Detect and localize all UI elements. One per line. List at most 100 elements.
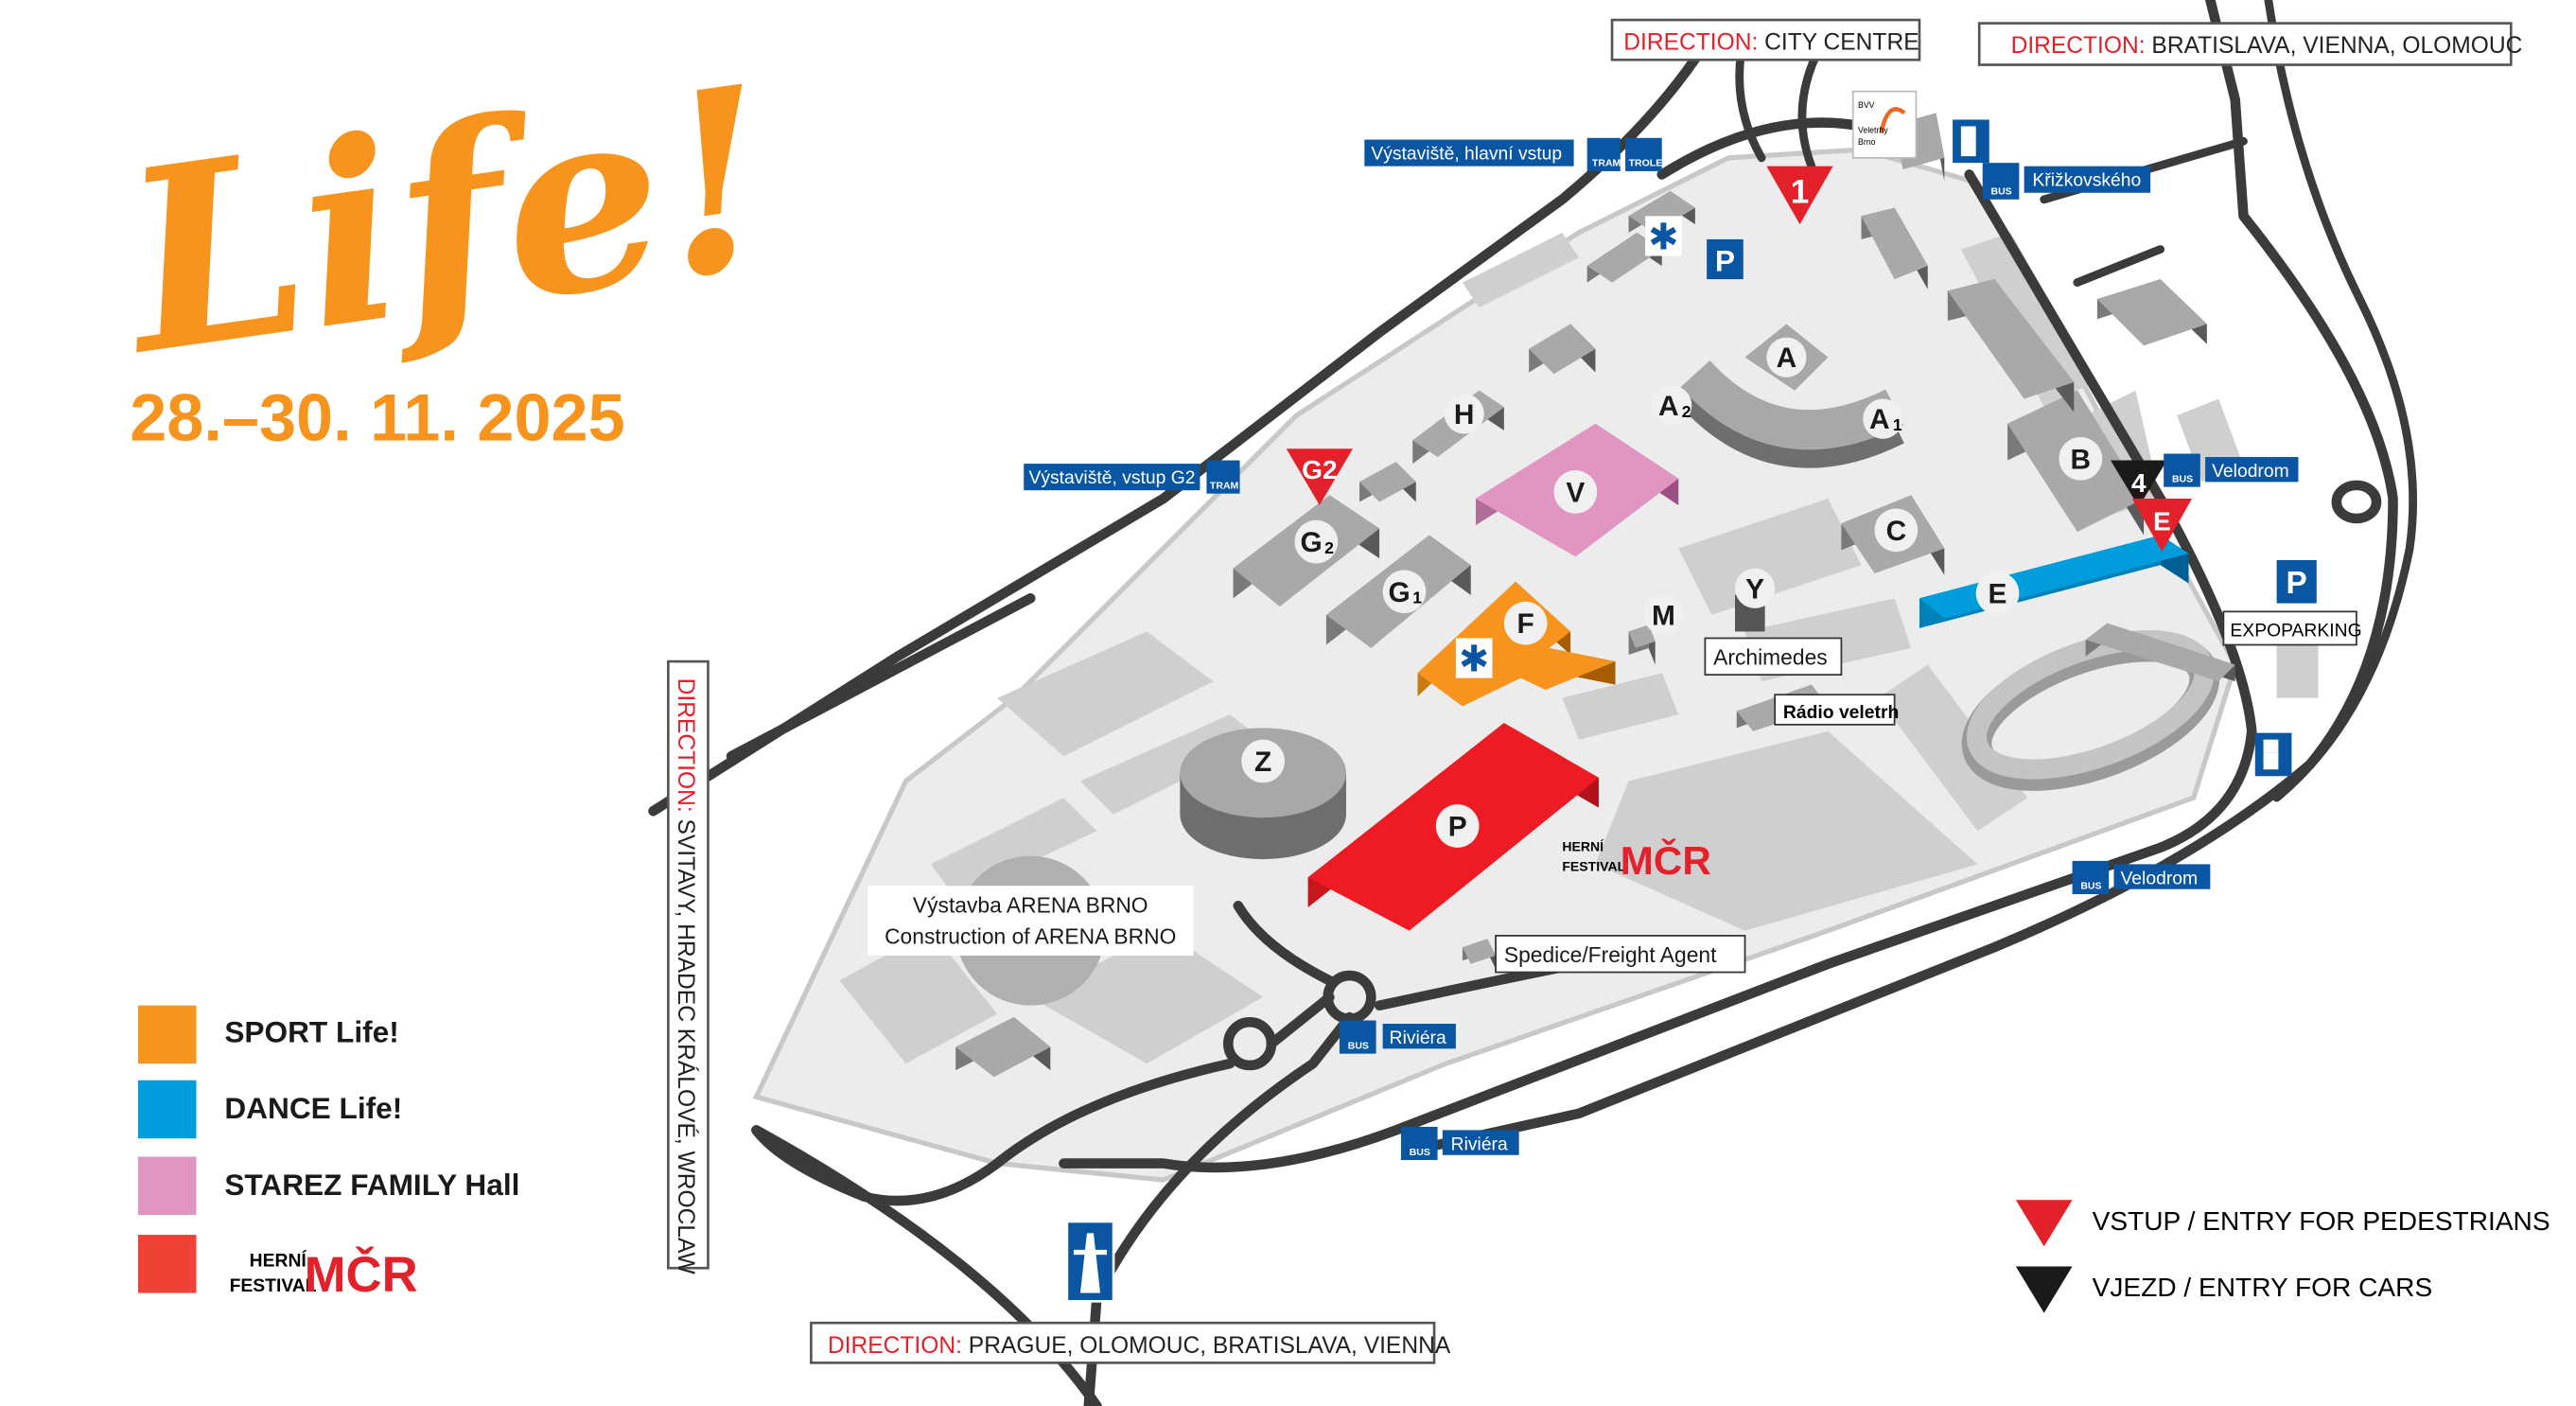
hall-label-a[interactable]: A <box>1766 337 1807 378</box>
fuel-station-icon <box>2254 732 2292 777</box>
building-block <box>1861 207 1928 290</box>
building-block <box>1947 279 2075 413</box>
label-radio-veletrh: Rádio veletrh <box>1774 694 1899 726</box>
svg-text:TROLEJ: TROLEJ <box>1629 158 1669 169</box>
svg-text:BUS: BUS <box>1348 1040 1369 1051</box>
hall-label-y[interactable]: Y <box>1734 568 1776 632</box>
svg-text:✱: ✱ <box>1648 217 1678 257</box>
bvv-logo: BVV Veletrhy Brno <box>1851 90 1918 159</box>
herni-festival-map-logo: HERNÍ FESTIVAL MČR <box>1562 837 1710 883</box>
legend: SPORT Life! DANCE Life! STAREZ FAMILY Ha… <box>138 1005 519 1303</box>
svg-text:Velodrom: Velodrom <box>2212 462 2289 482</box>
hall-label-z[interactable]: Z <box>1241 739 1285 783</box>
svg-text:BVV: BVV <box>1858 100 1875 110</box>
svg-text:Velodrom: Velodrom <box>2121 869 2199 888</box>
svg-text:1: 1 <box>1791 173 1810 210</box>
svg-text:DANCE Life!: DANCE Life! <box>224 1091 402 1125</box>
svg-text:Výstaviště, vstup G2: Výstaviště, vstup G2 <box>1028 468 1195 488</box>
svg-text:TRAM: TRAM <box>1592 158 1621 169</box>
svg-text:EXPOPARKING: EXPOPARKING <box>2230 622 2361 641</box>
hall-label-h[interactable]: H <box>1444 394 1484 434</box>
svg-text:FESTIVAL: FESTIVAL <box>1562 858 1625 873</box>
svg-text:BUS: BUS <box>1990 186 2011 198</box>
hall-label-v[interactable]: V <box>1553 470 1598 514</box>
parking-icon[interactable]: P <box>2276 559 2317 604</box>
svg-text:G2: G2 <box>1302 455 1337 484</box>
label-expoparking: EXPOPARKING <box>2222 610 2362 646</box>
legend-item-sport: SPORT Life! <box>138 1005 399 1064</box>
site-streets <box>839 232 2319 1064</box>
svg-text:A: A <box>1869 404 1890 435</box>
svg-text:Brno: Brno <box>1858 137 1876 147</box>
svg-text:BUS: BUS <box>2080 881 2101 892</box>
entry-marker-e[interactable]: E <box>2131 498 2193 553</box>
label-spedice: Spedice/Freight Agent <box>1495 935 1746 974</box>
svg-text:A: A <box>1658 391 1679 422</box>
hall-label-e[interactable]: E <box>1975 571 2020 615</box>
stop-velodrom-1[interactable]: BUS Velodrom <box>2164 453 2299 487</box>
svg-text:BUS: BUS <box>1410 1147 1430 1158</box>
medical-icon: ✱ <box>1455 638 1493 680</box>
hall-label-p[interactable]: P <box>1435 804 1480 848</box>
legend-item-starez: STAREZ FAMILY Hall <box>138 1156 519 1216</box>
svg-text:MČR: MČR <box>1621 837 1711 883</box>
building-block <box>1529 324 1596 375</box>
stop-riviera-2[interactable]: BUS Riviéra <box>1400 1126 1519 1161</box>
svg-text:2: 2 <box>1682 402 1691 421</box>
direction-svitavy: DIRECTION: SVITAVY, HRADEC KRÁLOVÉ, WROC… <box>667 659 710 1275</box>
svg-text:TRAM: TRAM <box>1210 480 1239 491</box>
building-block <box>2096 279 2207 346</box>
hall-label-c[interactable]: C <box>1874 508 1919 553</box>
svg-text:Y: Y <box>1745 573 1764 605</box>
svg-text:Archimedes: Archimedes <box>1713 645 1828 670</box>
stop-riviera-1[interactable]: BUS Riviéra <box>1339 1020 1456 1054</box>
entry-marker-cars-4[interactable]: 4 <box>2110 460 2167 507</box>
event-dates: 28.–30. 11. 2025 <box>130 379 624 454</box>
svg-text:Křižkovského: Křižkovského <box>2032 171 2141 191</box>
hall-label-f[interactable]: F <box>1503 601 1548 645</box>
svg-text:HERNÍ: HERNÍ <box>250 1249 307 1271</box>
hall-label-m[interactable]: M <box>1643 594 1684 635</box>
svg-text:DIRECTION: CITY CENTRE: DIRECTION: CITY CENTRE <box>1623 30 1919 56</box>
svg-text:H: H <box>1454 399 1475 431</box>
svg-text:STAREZ FAMILY Hall: STAREZ FAMILY Hall <box>224 1168 519 1202</box>
highway-icon <box>1065 1220 1115 1303</box>
direction-bratislava: DIRECTION: BRATISLAVA, VIENNA, OLOMOUC <box>1977 22 2523 66</box>
svg-text:P: P <box>1448 812 1467 843</box>
stop-velodrom-2[interactable]: BUS Velodrom <box>2072 860 2211 894</box>
legend-item-dance: DANCE Life! <box>138 1080 402 1139</box>
svg-text:Veletrhy: Veletrhy <box>1858 126 1888 135</box>
svg-text:P: P <box>1715 243 1735 277</box>
svg-text:4: 4 <box>2131 468 2147 498</box>
hall-z <box>1180 728 1346 860</box>
direction-prague: DIRECTION: PRAGUE, OLOMOUC, BRATISLAVA, … <box>810 1321 1451 1364</box>
svg-text:Riviéra: Riviéra <box>1390 1028 1446 1048</box>
svg-text:E: E <box>2153 506 2171 536</box>
entry-marker-g2[interactable]: G2 <box>1286 448 1354 505</box>
svg-text:SPORT Life!: SPORT Life! <box>224 1014 398 1048</box>
stop-main-entrance[interactable]: Výstaviště, hlavní vstup TRAM TROLEJ <box>1364 137 1669 171</box>
entry-marker-1[interactable]: 1 <box>1766 166 1833 225</box>
svg-text:G: G <box>1300 527 1322 558</box>
label-archimedes: Archimedes <box>1704 637 1843 677</box>
fuel-station-icon <box>1953 119 1989 164</box>
building-block <box>1462 939 1497 970</box>
svg-text:B: B <box>2071 444 2092 475</box>
life-logo: Life! <box>102 31 789 412</box>
svg-text:Construction of ARENA BRNO: Construction of ARENA BRNO <box>885 924 1176 949</box>
entry-legend: VSTUP / ENTRY FOR PEDESTRIANS VJEZD / EN… <box>2015 1200 2550 1313</box>
svg-text:MČR: MČR <box>305 1247 418 1303</box>
stop-g2-entrance[interactable]: Výstaviště, vstup G2 TRAM <box>1024 460 1240 494</box>
svg-text:DIRECTION: BRATISLAVA, VIENNA,: DIRECTION: BRATISLAVA, VIENNA, OLOMOUC <box>2011 33 2523 59</box>
hall-label-b[interactable]: B <box>2059 436 2103 481</box>
svg-text:HERNÍ: HERNÍ <box>1562 838 1604 853</box>
svg-text:G: G <box>1389 577 1411 608</box>
svg-text:DIRECTION: PRAGUE, OLOMOUC, BR: DIRECTION: PRAGUE, OLOMOUC, BRATISLAVA, … <box>828 1333 1451 1359</box>
svg-text:Z: Z <box>1254 747 1271 778</box>
stop-krizkovskeho[interactable]: BUS Křižkovského <box>1982 163 2151 200</box>
parking-icon[interactable]: P <box>1707 238 1744 280</box>
